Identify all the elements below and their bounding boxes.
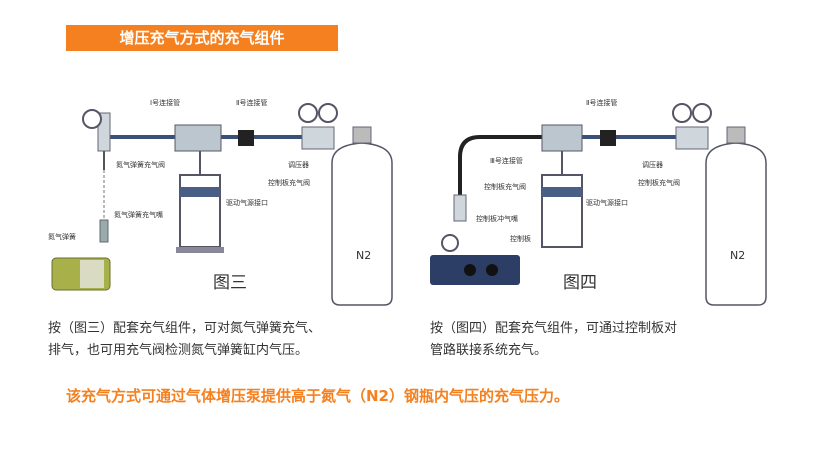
- figure-3-caption: 图三: [213, 273, 247, 293]
- label-spring-nozzle: 氮气弹簧充气嘴: [114, 210, 163, 219]
- label-control-nozzle: 控制板冲气嘴: [476, 214, 518, 223]
- label-pipe-2: Ⅱ号连接管: [586, 98, 617, 107]
- gauge-icon: [672, 103, 692, 123]
- pipe-3-line: [458, 135, 550, 195]
- section-title: 增压充气方式的充气组件: [66, 25, 338, 51]
- figure-4-desc-line-2: 管路联接系统充气。: [430, 343, 548, 358]
- connector: [600, 130, 616, 146]
- label-drive-port: 驱动气源接口: [586, 198, 628, 207]
- figure-3-desc-line-1: 按（图三）配套充气组件，可对氮气弹簧充气、: [48, 321, 322, 336]
- regulator: [301, 126, 335, 150]
- figure-4-desc-line-1: 按（图四）配套充气组件，可通过控制板对: [430, 321, 678, 336]
- label-regulator: 调压器: [642, 160, 663, 169]
- label-control-valve-b: 控制板充气阀: [638, 178, 680, 187]
- gauge-icon: [692, 103, 712, 123]
- figure-4-description: 按（图四）配套充气组件，可通过控制板对 管路联接系统充气。: [430, 318, 677, 362]
- label-spring-valve: 氮气弹簧充气阀: [116, 160, 165, 169]
- booster-pump: [541, 174, 583, 248]
- cylinder-label: N2: [356, 249, 371, 262]
- cylinder-label: N2: [730, 249, 745, 262]
- label-control-valve-a: 控制板充气阀: [484, 182, 526, 191]
- figure-4-diagram: N2 Ⅱ号连接管 Ⅲ号连接管 控制板充气阀 控制板冲气嘴 控制板 驱动气源接口 …: [420, 75, 790, 315]
- n2-cylinder: [705, 142, 767, 306]
- gauge-icon: [318, 103, 338, 123]
- n2-cylinder: [331, 142, 393, 306]
- gauge-icon: [441, 234, 459, 252]
- connector: [238, 130, 254, 146]
- label-pipe-3: Ⅲ号连接管: [490, 156, 523, 165]
- label-spring: 氮气弹簧: [48, 232, 76, 241]
- regulator: [675, 126, 709, 150]
- label-control-valve: 控制板充气阀: [268, 178, 310, 187]
- figure-3-desc-line-2: 排气，也可用充气阀检测氮气弹簧缸内气压。: [48, 343, 309, 358]
- figure-3-description: 按（图三）配套充气组件，可对氮气弹簧充气、 排气，也可用充气阀检测氮气弹簧缸内气…: [48, 318, 321, 362]
- gauge-icon: [298, 103, 318, 123]
- label-drive-port: 驱动气源接口: [226, 198, 268, 207]
- figure-3-diagram: N2 Ⅰ号连接管 Ⅱ号连接管 氮气弹簧充气阀 氮气弹簧充气嘴 氮气弹簧 驱动气源…: [40, 75, 410, 315]
- label-pipe-2: Ⅱ号连接管: [236, 98, 267, 107]
- label-pipe-1: Ⅰ号连接管: [150, 98, 180, 107]
- bottom-summary: 该充气方式可通过气体增压泵提供高于氮气（N2）钢瓶内气压的充气压力。: [66, 387, 569, 405]
- label-regulator: 调压器: [288, 160, 309, 169]
- gauge-icon: [82, 109, 102, 129]
- booster-pump: [179, 174, 221, 248]
- figure-4-caption: 图四: [563, 273, 597, 293]
- label-control-panel: 控制板: [510, 234, 531, 243]
